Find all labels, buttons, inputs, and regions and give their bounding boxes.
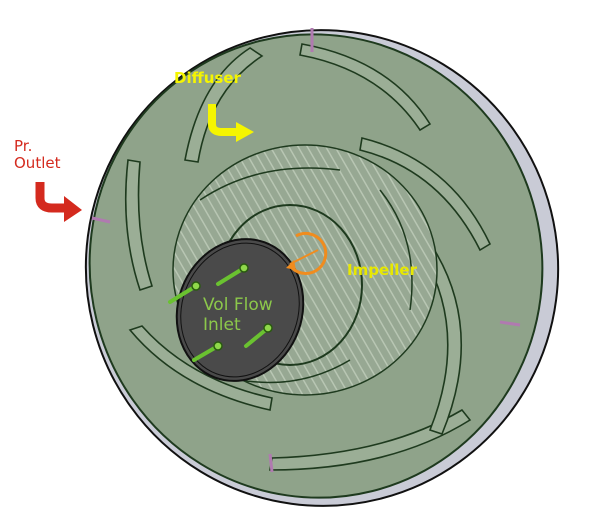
outlet-arrow-icon: [35, 182, 66, 213]
rotation-arrow-icon: [286, 231, 328, 275]
diffuser-label: Diffuser: [174, 69, 241, 87]
volume-flow-inlet-label-line2: Inlet: [203, 314, 241, 335]
probes: [91, 28, 521, 473]
pressure-outlet-label: Pr. Outlet: [14, 137, 61, 173]
volume-flow-inlet-label-line1: Vol Flow: [203, 295, 273, 315]
pressure-outlet-label-line2: Outlet: [14, 154, 61, 173]
diffuser-vanes: [124, 43, 492, 471]
pressure-outlet-label-line1: Pr.: [14, 137, 33, 155]
impeller-label: Impeller: [347, 261, 417, 279]
diffuser-arrow-icon: [208, 104, 238, 136]
volume-flow-inlet-label: Vol Flow Inlet: [203, 295, 273, 335]
inlet-flow-pins: [168, 263, 273, 362]
inlet-cap: [175, 238, 305, 382]
diffuser-arrowhead-icon: [236, 122, 254, 142]
outlet-arrowhead-icon: [64, 196, 82, 222]
